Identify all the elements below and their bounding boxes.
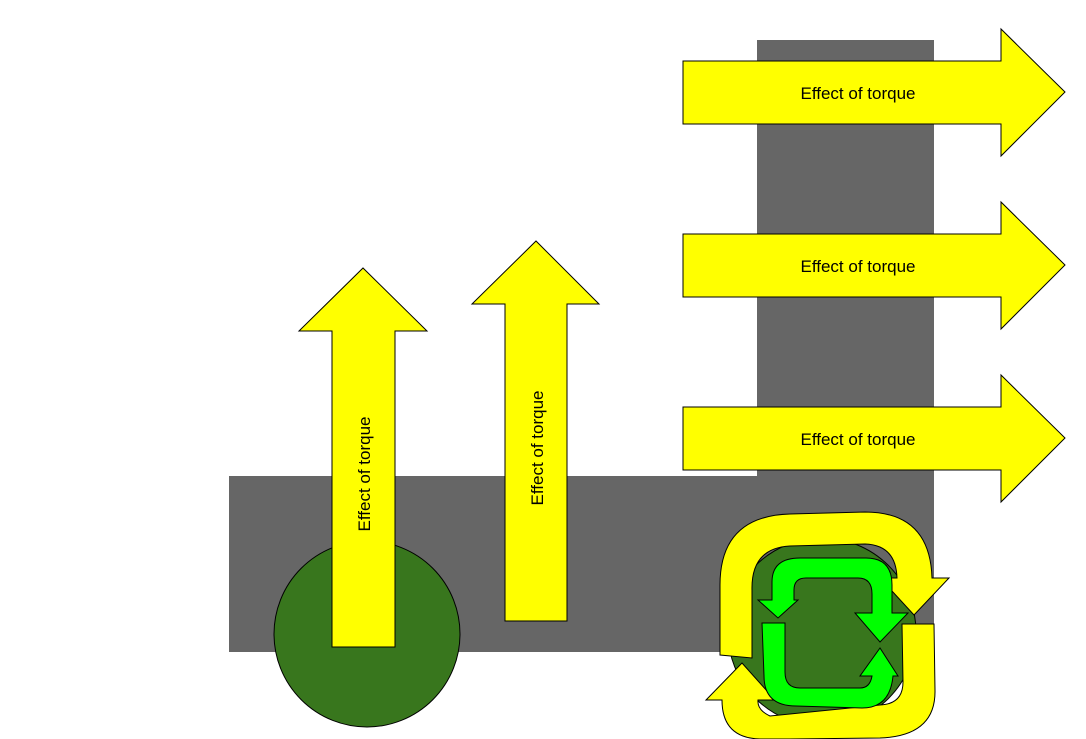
up-arrow-2-label: Effect of torque [528,391,547,506]
inner-rotation-arrows-icon [756,557,910,709]
right-arrow-3-label: Effect of torque [801,430,916,449]
right-arrow-2-label: Effect of torque [801,257,916,276]
up-arrow-1: Effect of torque [297,267,429,648]
right-arrow-1-label: Effect of torque [801,84,916,103]
outer-rotation-arrows-icon [704,511,951,739]
right-arrow-1: Effect of torque [682,27,1066,158]
right-arrow-2: Effect of torque [682,200,1066,331]
up-arrow-1-label: Effect of torque [355,417,374,532]
right-arrow-3: Effect of torque [682,373,1066,504]
up-arrow-2: Effect of torque [470,240,601,622]
